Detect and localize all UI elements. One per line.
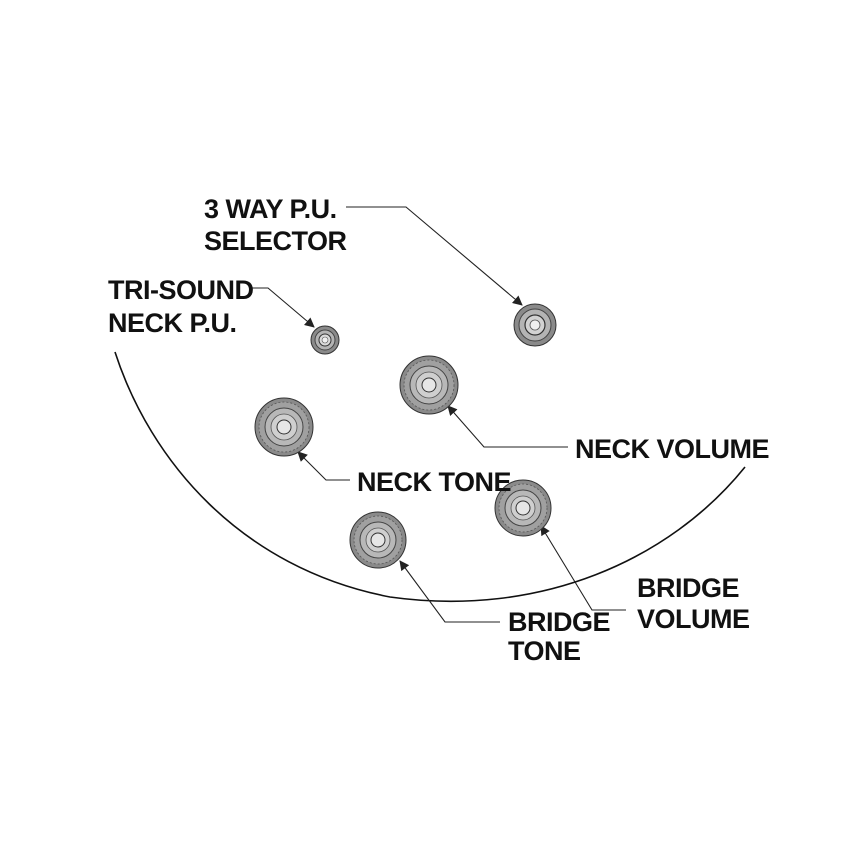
leader-neck-tone xyxy=(297,451,350,481)
label-selector-line2: SELECTOR xyxy=(204,226,347,256)
guitar-body-outline xyxy=(114,351,746,603)
bridge-tone-knob-icon[interactable] xyxy=(349,511,407,569)
label-bridge-volume-line1: BRIDGE xyxy=(637,573,739,603)
label-trisound-line1: TRI-SOUND xyxy=(108,275,254,305)
neck-tone-knob-icon[interactable] xyxy=(254,397,314,457)
leader-bridge-tone xyxy=(399,560,500,623)
label-neck-tone: NECK TONE xyxy=(357,467,511,497)
label-selector-line1: 3 WAY P.U. xyxy=(204,194,337,224)
label-trisound-line2: NECK P.U. xyxy=(108,308,237,338)
leader-bridge-volume xyxy=(540,525,626,611)
label-bridge-tone-line2: TONE xyxy=(508,636,581,666)
leader-trisound xyxy=(250,287,315,328)
selector-knob-icon[interactable] xyxy=(513,303,557,347)
leader-neck-volume xyxy=(447,405,568,448)
leader-selector xyxy=(346,206,523,306)
bridge-volume-knob-icon[interactable] xyxy=(494,479,552,537)
trisound-switch-icon[interactable] xyxy=(310,325,340,355)
label-neck-volume: NECK VOLUME xyxy=(575,434,769,464)
label-bridge-volume-line2: VOLUME xyxy=(637,604,750,634)
neck-volume-knob-icon[interactable] xyxy=(399,355,459,415)
label-bridge-tone-line1: BRIDGE xyxy=(508,607,610,637)
